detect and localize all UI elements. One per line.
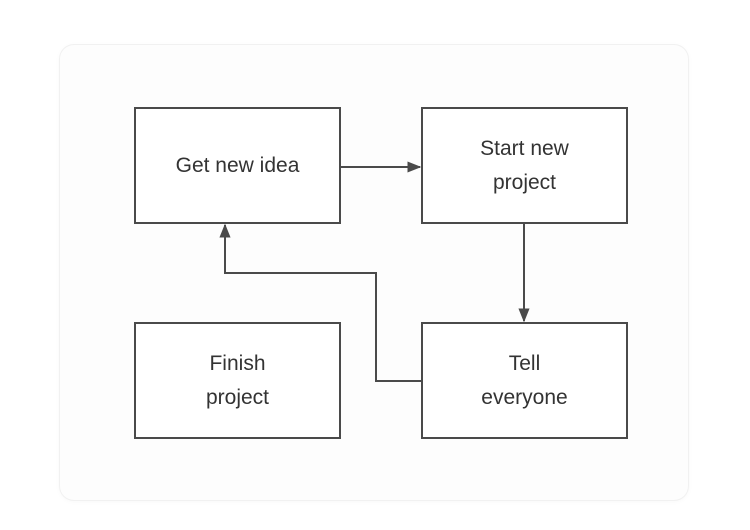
node-finish-project: Finish project <box>134 322 341 439</box>
node-start-new-project: Start new project <box>421 107 628 224</box>
node-tell-everyone: Tell everyone <box>421 322 628 439</box>
node-get-new-idea: Get new idea <box>134 107 341 224</box>
